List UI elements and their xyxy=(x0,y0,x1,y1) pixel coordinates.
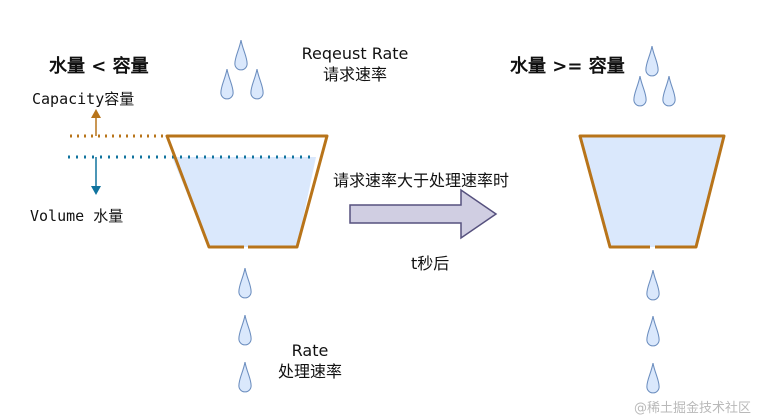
request-rate-label: Reqeust Rate 请求速率 xyxy=(296,43,414,85)
outflow-rate-zh: 处理速率 xyxy=(277,362,342,381)
incoming-drop xyxy=(234,39,248,71)
capacity-label: Capacity容量 xyxy=(32,90,135,108)
incoming-drop xyxy=(645,45,659,77)
condition-text: 请求速率大于处理速率时 xyxy=(333,171,510,190)
outgoing-drop xyxy=(646,269,660,301)
time-text: t秒后 xyxy=(411,254,450,273)
outflow-rate-label: Rate 处理速率 xyxy=(268,340,352,382)
incoming-drop xyxy=(250,68,264,100)
outgoing-drop xyxy=(238,267,252,299)
incoming-drop xyxy=(662,75,676,107)
right-bucket xyxy=(578,134,726,249)
watermark: @稀土掘金技术社区 xyxy=(633,401,751,416)
left-title: 水量 < 容量 xyxy=(49,56,149,77)
transition-arrow xyxy=(349,188,498,240)
outflow-rate-en: Rate xyxy=(291,341,329,360)
request-rate-en: Reqeust Rate xyxy=(301,44,409,63)
bucket-water-full xyxy=(580,136,724,247)
capacity-arrow-head xyxy=(91,109,101,118)
bucket-water xyxy=(172,157,316,247)
request-rate-zh: 请求速率 xyxy=(322,65,387,84)
volume-arrow-head xyxy=(91,186,101,195)
outgoing-drop xyxy=(238,361,252,393)
left-bucket xyxy=(165,134,329,249)
outgoing-drop xyxy=(646,362,660,394)
incoming-drop xyxy=(220,68,234,100)
right-title: 水量 >= 容量 xyxy=(510,56,625,77)
volume-label: Volume 水量 xyxy=(30,207,124,225)
outgoing-drop xyxy=(238,314,252,346)
outgoing-drop xyxy=(646,315,660,347)
incoming-drop xyxy=(633,75,647,107)
